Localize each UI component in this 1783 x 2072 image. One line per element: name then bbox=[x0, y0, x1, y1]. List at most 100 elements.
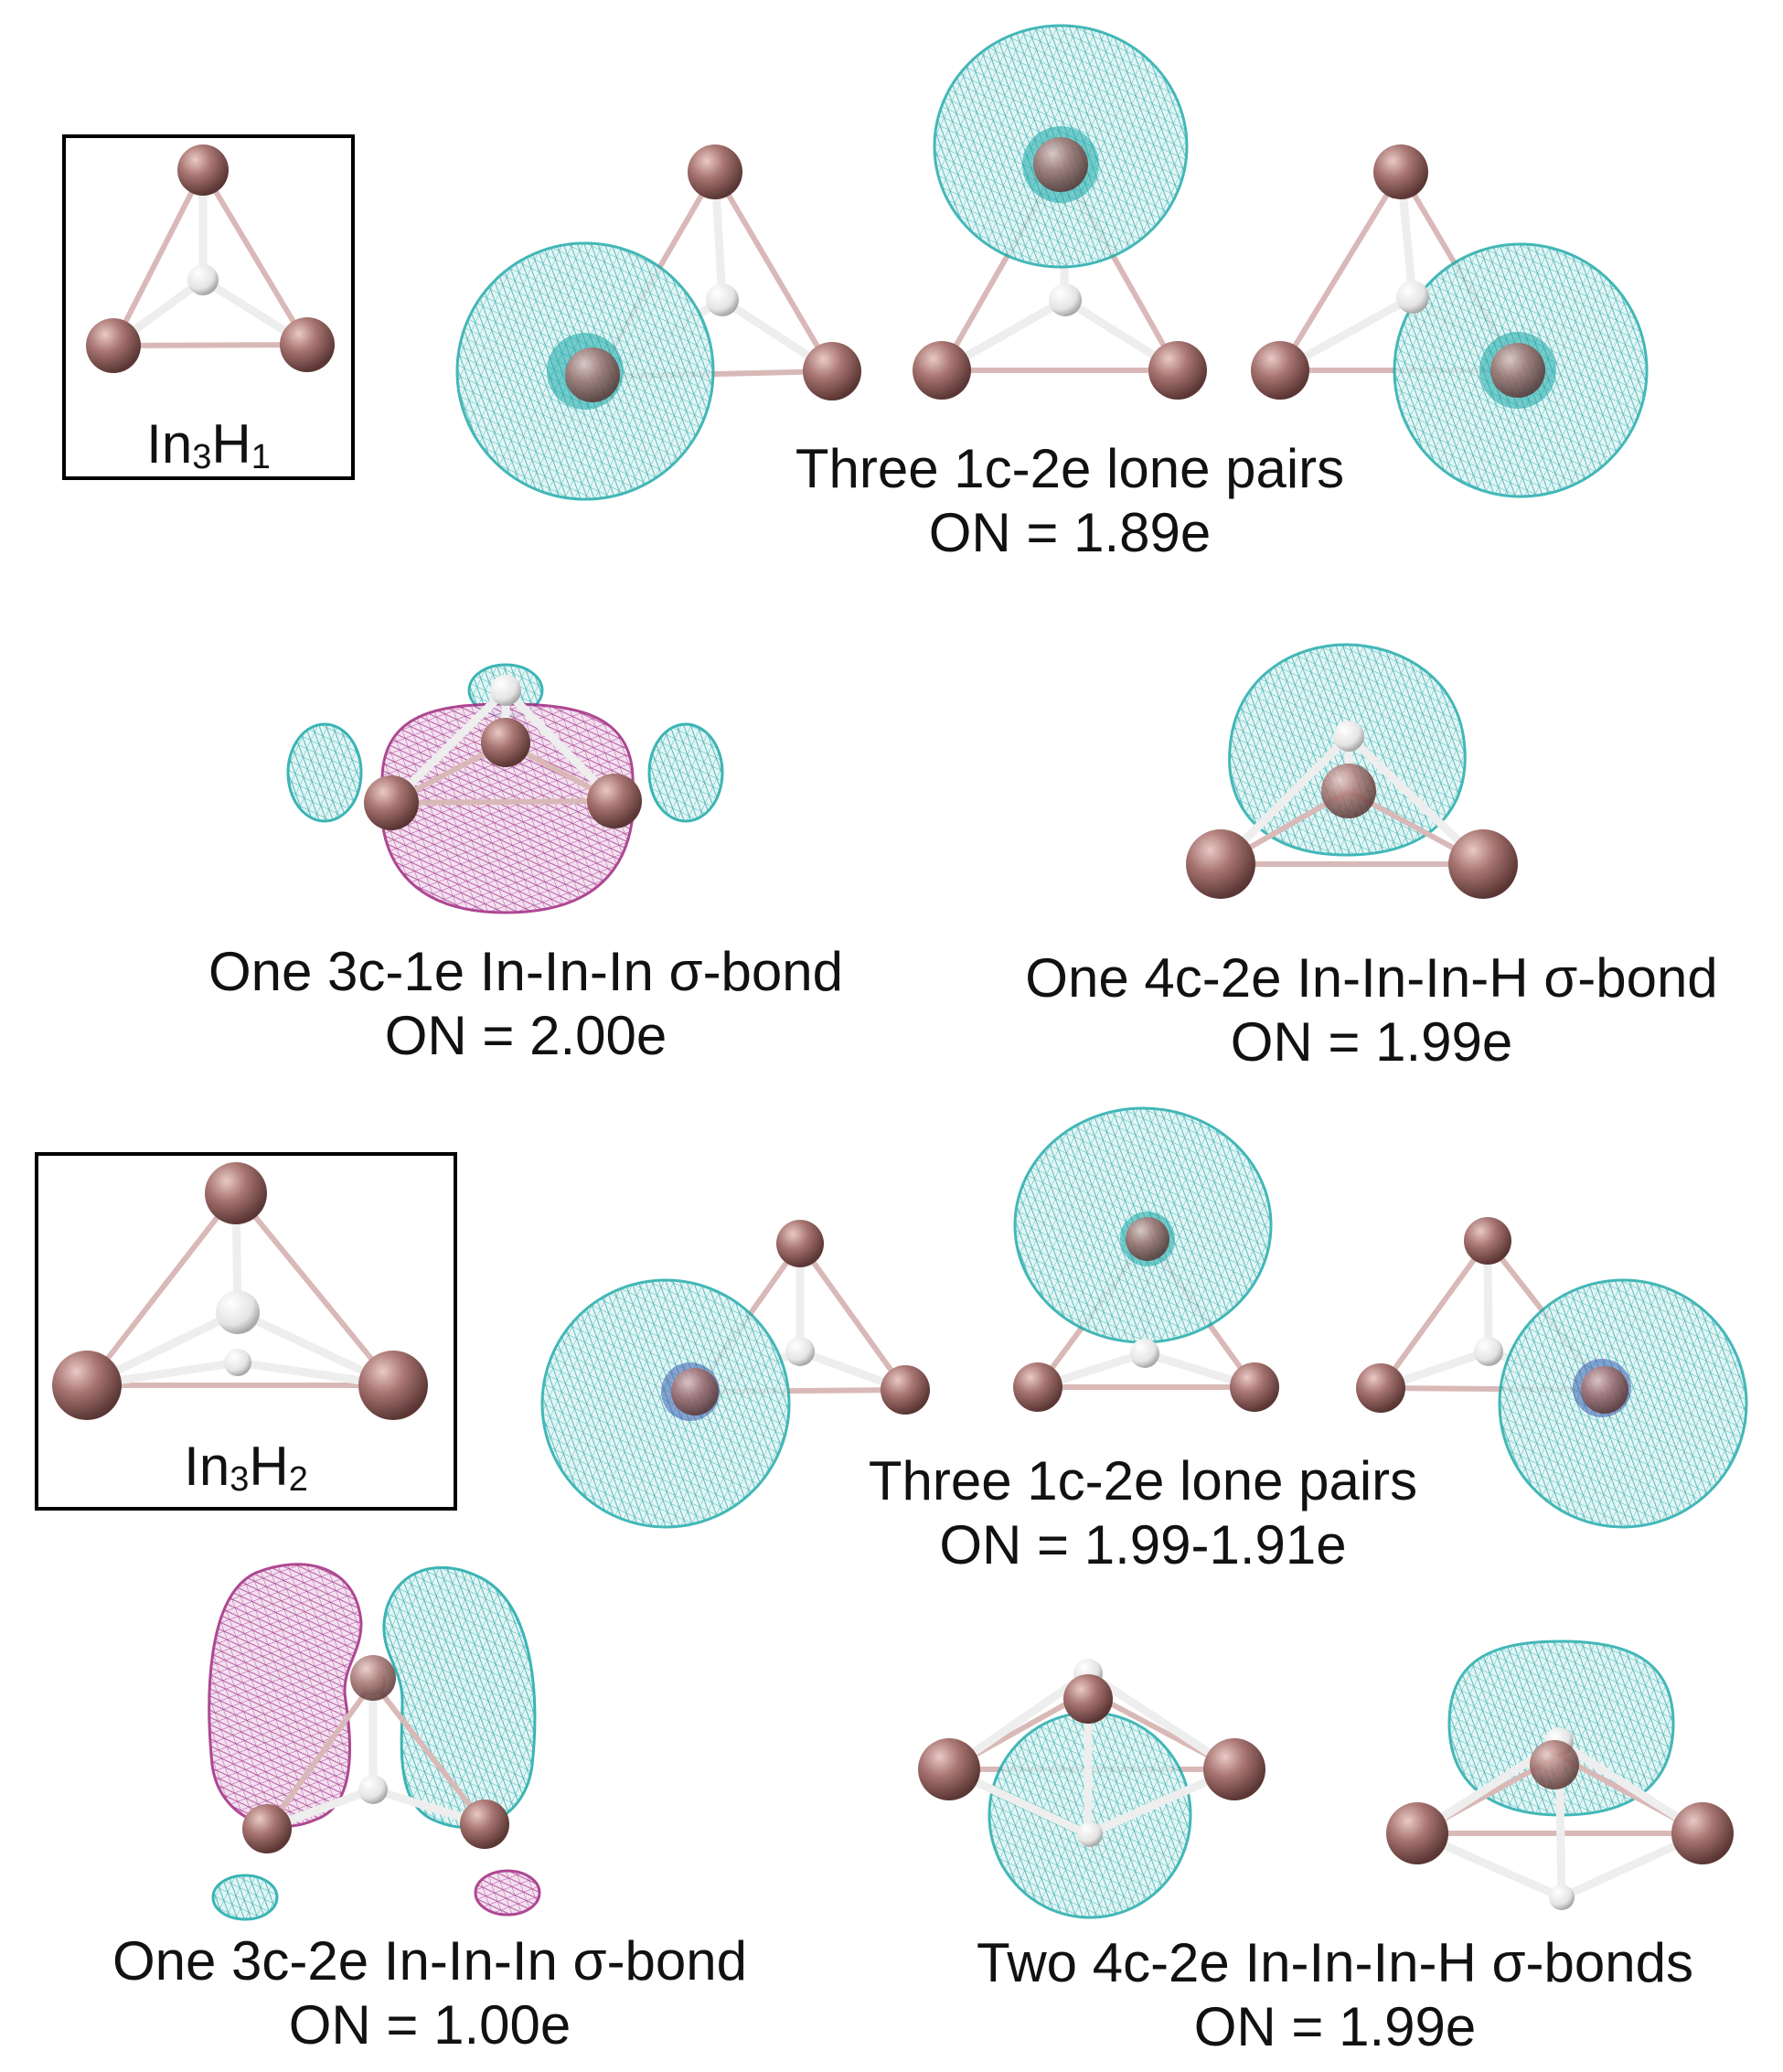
indium-atom bbox=[1448, 829, 1518, 899]
hydrogen-atom bbox=[358, 1775, 388, 1804]
in3h1-formula: In3H1 bbox=[66, 412, 351, 477]
hydrogen-atom bbox=[1333, 721, 1364, 752]
in3h1-3c-bond-caption: One 3c-1e In-In-In σ-bond ON = 2.00e bbox=[137, 940, 914, 1068]
indium-atom bbox=[1671, 1802, 1734, 1864]
caption-line-2: ON = 1.00e bbox=[288, 1994, 571, 2056]
formula-element: In bbox=[146, 413, 193, 475]
indium-atom bbox=[1126, 1217, 1169, 1261]
indium-atom bbox=[776, 1220, 824, 1267]
hydrogen-atom bbox=[1077, 1821, 1103, 1847]
hydrogen-atom bbox=[490, 675, 521, 706]
caption-line-2: ON = 1.89e bbox=[928, 502, 1212, 563]
in3h1-lone-pair-molecule-2 bbox=[913, 24, 1207, 400]
indium-atom bbox=[280, 317, 335, 372]
indium-atom bbox=[918, 1738, 980, 1800]
hydrogen-atom bbox=[224, 1349, 251, 1376]
caption-line-2: ON = 1.99-1.91e bbox=[939, 1514, 1347, 1575]
indium-atom bbox=[881, 1365, 930, 1415]
in3h2-lone-pair-molecule-3 bbox=[1356, 1217, 1748, 1529]
caption-line-2: ON = 2.00e bbox=[384, 1005, 667, 1066]
indium-atom bbox=[1148, 341, 1207, 400]
formula-subscript: 1 bbox=[251, 438, 271, 476]
in3h2-lone-pair-molecule-2 bbox=[1013, 1106, 1279, 1412]
indium-atom bbox=[1033, 137, 1088, 192]
indium-atom bbox=[913, 341, 971, 400]
indium-atom bbox=[177, 144, 229, 196]
indium-atom bbox=[52, 1351, 122, 1420]
in3h1-lone-pair-molecule-3 bbox=[1251, 144, 1649, 498]
hydrogen-atom bbox=[187, 264, 219, 295]
formula-subscript: 3 bbox=[230, 1460, 250, 1499]
orbital-lobe-cyan bbox=[286, 722, 363, 823]
in3h1-structure-frame: In3H1 bbox=[62, 134, 355, 480]
caption-line-2: ON = 1.99e bbox=[1230, 1011, 1513, 1073]
in3h1-3c-bond-molecule bbox=[286, 663, 724, 914]
caption-line-1: One 3c-1e In-In-In σ-bond bbox=[208, 941, 844, 1002]
indium-atom bbox=[364, 775, 419, 830]
hydrogen-atom bbox=[1049, 283, 1082, 316]
in3h2-lone-pair-molecule-1 bbox=[540, 1220, 930, 1529]
in3h2-structure-molecule bbox=[52, 1162, 428, 1420]
indium-atom bbox=[1013, 1362, 1062, 1412]
hydrogen-atom bbox=[1396, 281, 1429, 314]
in3h1-4c-bond-molecule bbox=[1186, 643, 1518, 899]
in3h2-formula: In3H2 bbox=[38, 1435, 454, 1500]
indium-atom bbox=[1490, 343, 1545, 398]
caption-line-2: ON = 1.99e bbox=[1193, 1996, 1477, 2057]
indium-atom bbox=[587, 774, 642, 828]
in3h1-4c-bond-caption: One 4c-2e In-In-In-H σ-bond ON = 1.99e bbox=[969, 946, 1774, 1074]
indium-atom bbox=[1356, 1363, 1405, 1413]
in3h2-4c-bond-molecule-1 bbox=[918, 1659, 1265, 1919]
indium-atom bbox=[1251, 341, 1309, 400]
indium-atom bbox=[565, 347, 620, 402]
hydrogen-atom bbox=[1549, 1885, 1575, 1910]
formula-hydrogen: H bbox=[211, 413, 251, 475]
in3h1-lone-pairs-caption: Three 1c-2e lone pairs ON = 1.89e bbox=[704, 437, 1436, 565]
indium-atom bbox=[1581, 1366, 1628, 1414]
orbital-lobe-cyan bbox=[647, 722, 724, 823]
caption-line-1: Three 1c-2e lone pairs bbox=[795, 438, 1345, 499]
indium-atom bbox=[481, 718, 530, 767]
in3h2-3c-bond-molecule bbox=[208, 1563, 541, 1921]
orbital-lobe-magenta bbox=[474, 1869, 541, 1917]
indium-atom bbox=[688, 144, 742, 199]
caption-line-1: Two 4c-2e In-In-In-H σ-bonds bbox=[976, 1932, 1693, 1993]
indium-atom bbox=[86, 318, 141, 373]
in3h2-3c-bond-caption: One 3c-2e In-In-In σ-bond ON = 1.00e bbox=[37, 1929, 823, 2057]
in3h2-structure-frame: In3H2 bbox=[35, 1152, 457, 1511]
formula-hydrogen: H bbox=[249, 1436, 289, 1497]
in3h2-4c-bond-molecule-2 bbox=[1386, 1639, 1734, 1910]
hydrogen-atom bbox=[706, 283, 739, 316]
hydrogen-atom bbox=[216, 1290, 260, 1334]
formula-element: In bbox=[184, 1436, 230, 1497]
caption-line-1: Three 1c-2e lone pairs bbox=[868, 1450, 1418, 1511]
indium-atom bbox=[1464, 1217, 1511, 1265]
indium-atom bbox=[1063, 1674, 1113, 1724]
indium-atom bbox=[671, 1368, 719, 1415]
in3h1-structure-molecule bbox=[86, 144, 335, 373]
indium-atom bbox=[242, 1804, 292, 1853]
hydrogen-atom bbox=[785, 1337, 815, 1366]
indium-atom bbox=[358, 1351, 428, 1420]
orbital-lobe-cyan bbox=[382, 1565, 537, 1829]
in3h1-lone-pair-molecule-1 bbox=[455, 144, 861, 501]
indium-atom bbox=[460, 1800, 509, 1849]
orbital-lobe-cyan bbox=[211, 1874, 279, 1921]
hydrogen-atom bbox=[1474, 1337, 1503, 1366]
indium-atom bbox=[1321, 764, 1376, 818]
indium-atom bbox=[1530, 1740, 1579, 1789]
indium-atom bbox=[1186, 829, 1255, 899]
indium-atom bbox=[803, 342, 861, 401]
in3h2-lone-pairs-caption: Three 1c-2e lone pairs ON = 1.99-1.91e bbox=[777, 1449, 1509, 1577]
formula-subscript: 2 bbox=[288, 1460, 308, 1499]
indium-atom bbox=[1373, 144, 1428, 199]
indium-atom bbox=[1203, 1738, 1265, 1800]
indium-atom bbox=[205, 1162, 267, 1224]
hydrogen-atom bbox=[1130, 1339, 1159, 1368]
orbital-lobe-magenta bbox=[208, 1563, 363, 1828]
indium-atom bbox=[1230, 1362, 1279, 1412]
caption-line-1: One 3c-2e In-In-In σ-bond bbox=[112, 1930, 748, 1992]
indium-atom bbox=[1386, 1802, 1448, 1864]
formula-subscript: 3 bbox=[192, 438, 212, 476]
